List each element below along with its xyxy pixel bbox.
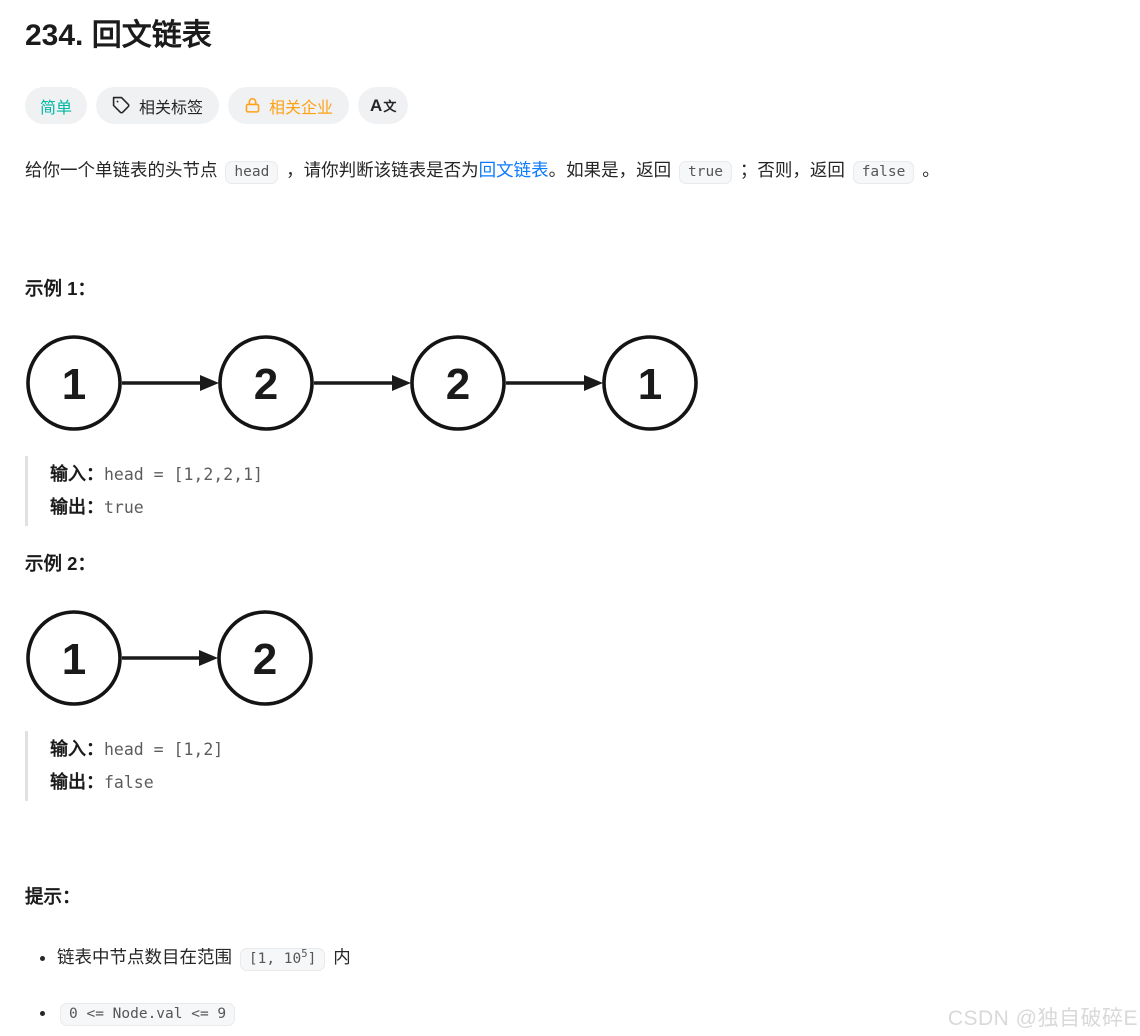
list-node	[218, 335, 314, 431]
example1-heading: 示例 1：	[25, 278, 96, 299]
node-value: 1	[638, 360, 662, 409]
output-value: true	[104, 498, 144, 517]
arrow-head-icon	[584, 375, 603, 391]
node-value: 2	[253, 635, 277, 684]
hints-heading: 提示：	[25, 886, 81, 907]
input-label: 输入：	[50, 739, 104, 759]
palindrome-link[interactable]: 回文链表	[478, 160, 549, 180]
output-label: 输出：	[50, 772, 104, 792]
example2-io-block: 输入：head = [1,2] 输出：false	[25, 731, 1115, 801]
output-label: 输出：	[50, 497, 104, 517]
node-value: 1	[62, 360, 86, 409]
list-node	[217, 610, 313, 706]
input-value: head = [1,2]	[104, 740, 224, 759]
input-value: head = [1,2,2,1]	[104, 465, 263, 484]
constraint-item: 链表中节点数目在范围 [1, 105] 内	[57, 944, 1115, 972]
constraint-item: 0 <= Node.val <= 9	[57, 999, 1115, 1027]
problem-description: 给你一个单链表的头节点 head ，请你判断该链表是否为回文链表。如果是，返回 …	[25, 155, 1115, 187]
code-chip-false: false	[852, 161, 915, 184]
description-text: 给你一个单链表的头节点	[25, 160, 223, 180]
example1-input-line: 输入：head = [1,2,2,1]	[50, 458, 1115, 491]
translate-icon: A文	[370, 95, 397, 115]
node-value: 1	[62, 635, 86, 684]
description-text: ；否则，返回	[734, 160, 850, 180]
code-chip-head: head	[225, 161, 279, 184]
difficulty-label: 简单	[40, 99, 73, 117]
translate-button[interactable]: A文	[358, 87, 409, 124]
list-node	[26, 610, 122, 706]
description-text: 。如果是，返回	[548, 160, 677, 180]
node-value: 2	[446, 360, 470, 409]
output-value: false	[104, 773, 154, 792]
constraint-text: 内	[328, 947, 351, 967]
code-chip-range: [1, 105]	[239, 948, 326, 971]
csdn-watermark: CSDN @独自破碎E	[947, 1007, 1138, 1030]
related-companies-label: 相关企业	[269, 99, 334, 117]
example1-io-block: 输入：head = [1,2,2,1] 输出：true	[25, 456, 1115, 526]
code-chip-true: true	[679, 161, 732, 184]
difficulty-badge: 简单	[25, 87, 88, 124]
tag-icon	[112, 96, 131, 115]
input-label: 输入：	[50, 464, 104, 484]
example2-input-line: 输入：head = [1,2]	[50, 733, 1115, 766]
list-node	[410, 335, 506, 431]
constraint-text: 链表中节点数目在范围	[57, 947, 237, 967]
lock-icon	[244, 97, 261, 114]
example2-linked-list-diagram: 1 2	[26, 610, 313, 706]
description-text: 。	[917, 160, 940, 180]
arrow-head-icon	[199, 650, 218, 666]
description-text: ，请你判断该链表是否为	[281, 160, 479, 180]
example1-output-line: 输出：true	[50, 491, 1115, 524]
example2-heading: 示例 2：	[25, 553, 96, 574]
list-node	[26, 335, 122, 431]
badge-row: 简单 相关标签 相关企业 A文	[25, 87, 1115, 124]
example2-output-line: 输出：false	[50, 766, 1115, 799]
page-title: 234. 回文链表	[25, 19, 212, 52]
list-node	[602, 335, 698, 431]
arrow-head-icon	[392, 375, 411, 391]
related-tags-label: 相关标签	[139, 99, 204, 117]
arrow-head-icon	[200, 375, 219, 391]
example1-linked-list-diagram: 1 2 2 1	[26, 335, 698, 431]
constraints-list: 链表中节点数目在范围 [1, 105] 内 0 <= Node.val <= 9	[25, 944, 1115, 1027]
related-companies-button[interactable]: 相关企业	[228, 87, 350, 124]
code-chip-nodeval: 0 <= Node.val <= 9	[60, 1003, 236, 1026]
related-tags-button[interactable]: 相关标签	[96, 87, 220, 124]
node-value: 2	[254, 360, 278, 409]
